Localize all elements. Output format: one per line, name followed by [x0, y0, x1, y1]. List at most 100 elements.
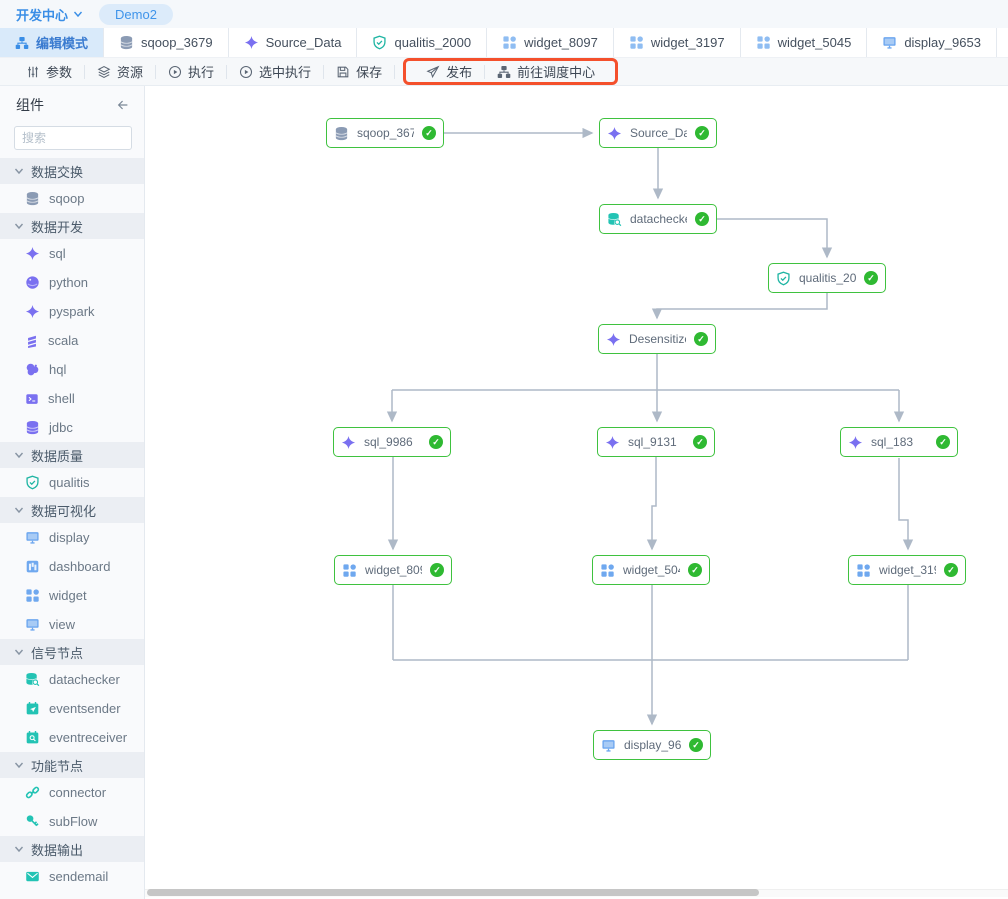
python-icon	[25, 275, 40, 290]
node-widget_3197[interactable]: widget_3197✓	[848, 555, 966, 585]
sidebar-item-qualitis[interactable]: qualitis	[0, 468, 144, 497]
tab-widget_5045[interactable]: widget_5045	[741, 28, 868, 57]
workflow-canvas[interactable]: sqoop_3679✓Source_Data✓datachecker...✓qu…	[145, 86, 1008, 899]
tab-widget_3197[interactable]: widget_3197	[614, 28, 741, 57]
node-display_9653[interactable]: display_9653✓	[593, 730, 711, 760]
sidebar-section-数据开发[interactable]: 数据开发	[0, 213, 144, 239]
sidebar-item-label: view	[49, 617, 76, 632]
sidebar-item-eventreceiver[interactable]: eventreceiver	[0, 723, 144, 752]
monitor-icon	[25, 530, 40, 545]
tab-display_9653[interactable]: display_9653	[867, 28, 997, 57]
calendar-send-icon	[25, 701, 40, 716]
tab-Source_Data[interactable]: Source_Data	[229, 28, 358, 57]
sidebar-item-sqoop[interactable]: sqoop	[0, 184, 144, 213]
link-icon	[25, 785, 40, 800]
sidebar-section-label: 数据开发	[31, 219, 84, 235]
star-icon	[25, 246, 40, 261]
tab-label: widget_5045	[777, 35, 852, 50]
toolbar-divider	[394, 64, 396, 79]
play-circle-icon	[168, 65, 182, 79]
dev-center-menu[interactable]: 开发中心	[16, 5, 83, 24]
sidebar-item-connector[interactable]: connector	[0, 778, 144, 807]
node-sqoop_3679[interactable]: sqoop_3679✓	[326, 118, 444, 148]
sidebar-item-eventsender[interactable]: eventsender	[0, 694, 144, 723]
monitor-icon	[25, 617, 40, 632]
toolbar-divider	[155, 64, 157, 79]
sidebar-section-label: 数据输出	[31, 842, 84, 858]
sidebar-item-python[interactable]: python	[0, 268, 144, 297]
horizontal-scrollbar-thumb[interactable]	[147, 889, 759, 896]
success-status-badge: ✓	[936, 435, 950, 449]
sidebar-item-label: connector	[49, 785, 107, 800]
sidebar-item-scala[interactable]: scala	[0, 326, 144, 355]
widget-grid-icon	[600, 563, 615, 578]
node-sql_183[interactable]: sql_183✓	[840, 427, 958, 457]
sidebar-item-jdbc[interactable]: jdbc	[0, 413, 144, 442]
node-Source_Data[interactable]: Source_Data✓	[599, 118, 717, 148]
node-label: display_9653	[624, 738, 681, 752]
tab-label: sqoop_3679	[141, 35, 213, 50]
tab-label: widget_3197	[650, 35, 725, 50]
node-label: Source_Data	[630, 126, 687, 140]
sidebar-section-数据输出[interactable]: 数据输出	[0, 836, 144, 862]
sidebar-item-subFlow[interactable]: subFlow	[0, 807, 144, 836]
toolbar-button-执行[interactable]: 执行	[156, 62, 226, 81]
node-datachecker[interactable]: datachecker...✓	[599, 204, 717, 234]
sidebar-section-数据质量[interactable]: 数据质量	[0, 442, 144, 468]
sidebar-item-view[interactable]: view	[0, 610, 144, 639]
tab-sqoop_3679[interactable]: sqoop_3679	[104, 28, 229, 57]
toolbar-button-发布[interactable]: 发布	[414, 62, 484, 81]
sidebar-item-label: eventreceiver	[49, 730, 128, 745]
node-Desensitized[interactable]: Desensitized...✓	[598, 324, 716, 354]
tab-编辑模式[interactable]: 编辑模式	[0, 28, 105, 57]
toolbar-button-前往调度中心[interactable]: 前往调度中心	[485, 62, 607, 81]
sidebar-item-display[interactable]: display	[0, 523, 144, 552]
project-chip[interactable]: Demo2	[99, 3, 173, 25]
tab-label: Source_Data	[265, 35, 342, 50]
chevron-down-icon	[14, 221, 24, 231]
widget-grid-icon	[629, 35, 644, 50]
sidebar-item-sql[interactable]: sql	[0, 239, 144, 268]
sidebar-item-datachecker[interactable]: datachecker	[0, 665, 144, 694]
node-qualitis_2000[interactable]: qualitis_2000✓	[768, 263, 886, 293]
sidebar-item-hql[interactable]: hql	[0, 355, 144, 384]
toolbar-button-label: 发布	[446, 65, 473, 80]
star-icon	[341, 435, 356, 450]
toolbar-button-选中执行[interactable]: 选中执行	[227, 62, 323, 81]
toolbar-button-label: 参数	[46, 65, 73, 80]
chevron-down-icon	[14, 647, 24, 657]
sidebar-item-sendemail[interactable]: sendemail	[0, 862, 144, 891]
toolbar-button-资源[interactable]: 资源	[85, 62, 155, 81]
node-label: qualitis_2000	[799, 271, 856, 285]
sidebar-section-数据交换[interactable]: 数据交换	[0, 158, 144, 184]
sidebar-item-label: eventsender	[49, 701, 121, 716]
sidebar-item-shell[interactable]: shell	[0, 384, 144, 413]
toolbar-button-参数[interactable]: 参数	[14, 62, 84, 81]
toolbar-button-保存[interactable]: 保存	[324, 62, 394, 81]
subflow-icon	[25, 814, 40, 829]
sidebar-item-dashboard[interactable]: dashboard	[0, 552, 144, 581]
sidebar-section-信号节点[interactable]: 信号节点	[0, 639, 144, 665]
toolbar-divider	[226, 64, 228, 79]
sidebar-item-pyspark[interactable]: pyspark	[0, 297, 144, 326]
tab-widget_8097[interactable]: widget_8097	[487, 28, 614, 57]
sidebar-item-label: widget	[49, 588, 87, 603]
toolbar-button-label: 资源	[117, 65, 144, 80]
sidebar-item-widget[interactable]: widget	[0, 581, 144, 610]
sidebar-section-功能节点[interactable]: 功能节点	[0, 752, 144, 778]
sidebar-section-数据可视化[interactable]: 数据可视化	[0, 497, 144, 523]
sidebar-item-label: datachecker	[49, 672, 120, 687]
arrow-left-icon[interactable]	[116, 98, 130, 112]
node-label: widget_5045	[623, 563, 680, 577]
node-widget_8097[interactable]: widget_8097✓	[334, 555, 452, 585]
chevron-down-icon	[14, 450, 24, 460]
search-input[interactable]	[14, 126, 132, 150]
node-sql_9986[interactable]: sql_9986✓	[333, 427, 451, 457]
node-widget_5045[interactable]: widget_5045✓	[592, 555, 710, 585]
node-sql_9131[interactable]: sql_9131✓	[597, 427, 715, 457]
sidebar-section-label: 数据交换	[31, 164, 84, 180]
database-search-icon	[607, 212, 622, 227]
tab-qualitis_2000[interactable]: qualitis_2000	[357, 28, 488, 57]
database-icon	[119, 35, 134, 50]
